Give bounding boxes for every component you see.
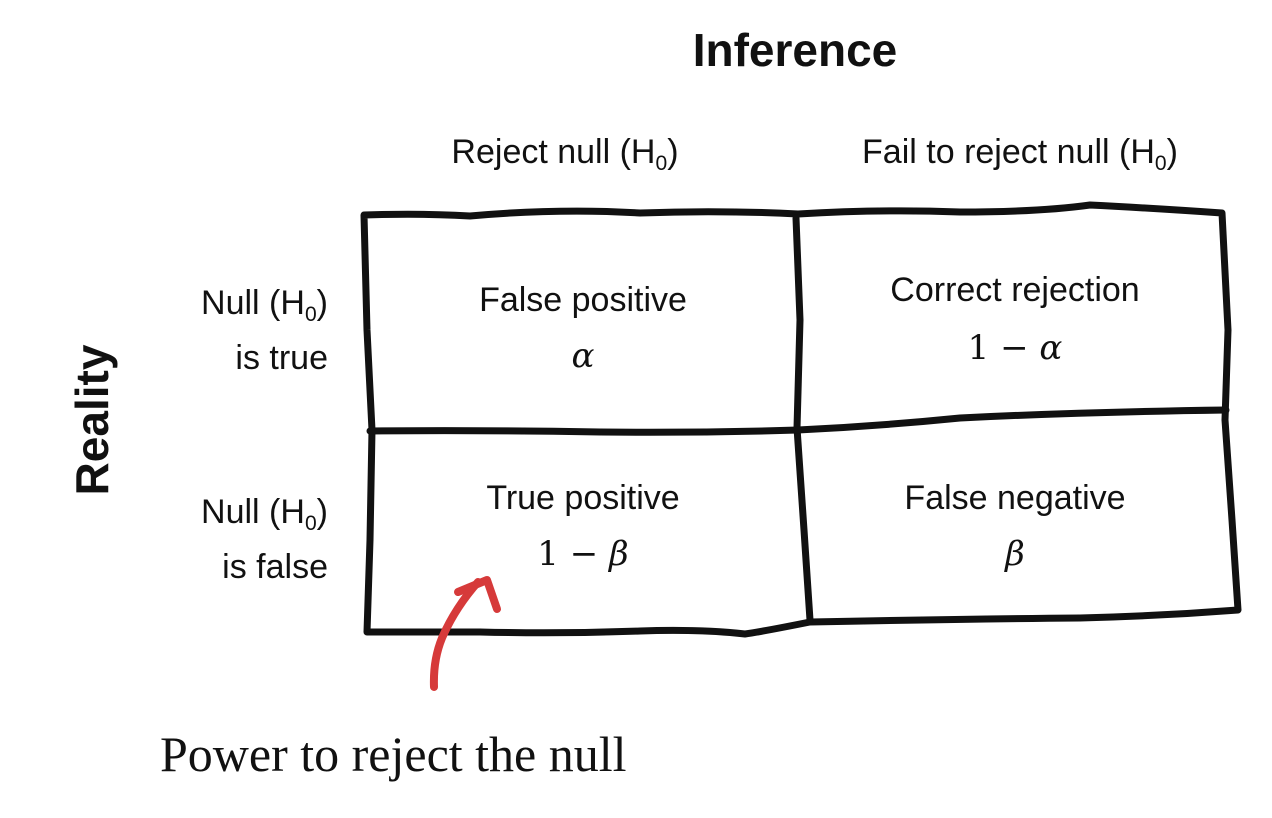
red-arrow-icon <box>429 576 501 691</box>
column-header-fail-to-reject: Fail to reject null (H0) <box>800 130 1240 179</box>
row-header-subscript: 0 <box>304 511 317 535</box>
row-header-close: ) <box>316 284 328 322</box>
column-header-close: ) <box>667 133 679 171</box>
cell-value-number: 1 − <box>537 534 610 574</box>
cell-correct-rejection-value: 1 − α <box>800 326 1230 370</box>
cell-true-positive-label: True positive <box>486 479 680 517</box>
cell-value-symbol: α <box>1039 328 1063 368</box>
cell-value-symbol: α <box>571 336 595 376</box>
cell-false-negative-value: β <box>800 532 1230 576</box>
column-header-text: Fail to reject null (H <box>862 133 1155 171</box>
row-header-line1: Null (H0) <box>28 278 328 333</box>
power-annotation: Power to reject the null <box>160 726 627 782</box>
row-header-close: ) <box>316 493 328 531</box>
cell-true-positive-value: 1 − β <box>367 532 799 576</box>
cell-value-symbol: β <box>609 534 629 574</box>
grid-border <box>360 201 1242 638</box>
cell-value-number: 1 − <box>967 328 1040 368</box>
row-header-null-false: Null (H0) is false <box>28 487 328 592</box>
column-header-subscript: 0 <box>1154 151 1167 175</box>
column-header-reject-null: Reject null (H0) <box>400 130 730 179</box>
row-header-null-true: Null (H0) is true <box>28 278 328 383</box>
column-header-subscript: 0 <box>655 151 668 175</box>
row-header-line1: Null (H0) <box>28 487 328 542</box>
column-header-close: ) <box>1166 133 1178 171</box>
row-header-line2: is false <box>222 548 328 586</box>
row-header-subscript: 0 <box>304 302 317 326</box>
cell-value-symbol: β <box>1005 534 1025 574</box>
cell-false-positive-label: False positive <box>479 281 687 319</box>
row-header-text: Null (H <box>201 284 305 322</box>
column-header-text: Reject null (H <box>451 133 656 171</box>
grid-horizontal-divider <box>366 406 1230 436</box>
row-header-line2: is true <box>235 339 328 377</box>
cell-false-negative-label: False negative <box>904 479 1126 517</box>
diagram-title: Inference <box>692 24 898 76</box>
cell-correct-rejection-label: Correct rejection <box>890 271 1140 309</box>
grid-lines <box>360 201 1242 638</box>
cell-false-positive-value: α <box>367 334 799 378</box>
row-header-text: Null (H <box>201 493 305 531</box>
